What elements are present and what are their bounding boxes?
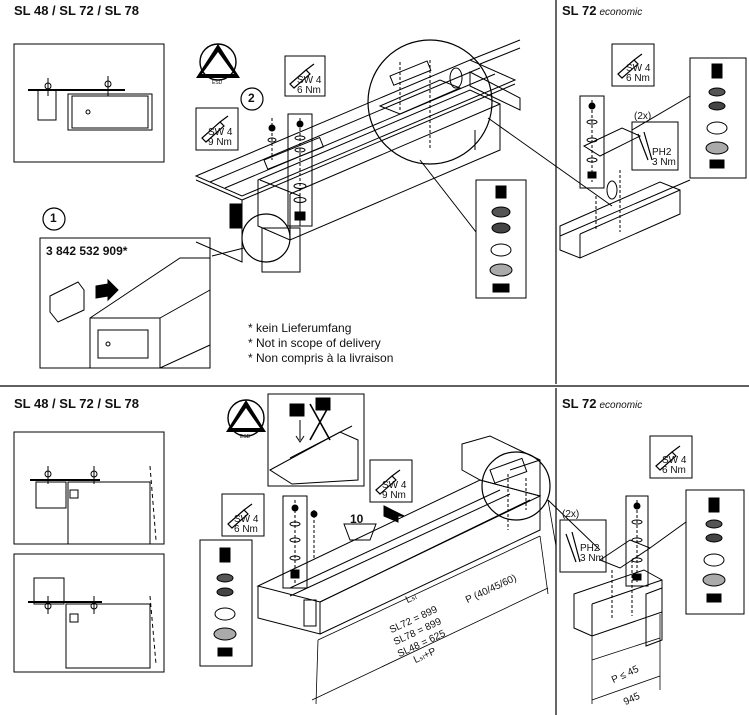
esd-label-top: ESD	[212, 80, 223, 86]
tool-torque: 3 Nm	[580, 553, 604, 564]
tool-box-ph2-eco	[631, 121, 679, 171]
tool-box-sw4-9nm-bottom	[369, 459, 413, 503]
detail-magnifier-top	[367, 39, 493, 165]
detail-inset-bottom	[267, 393, 365, 487]
hardware-box-eco-top	[689, 57, 747, 179]
title-bottom-left: SL 48 / SL 72 / SL 78	[14, 396, 140, 411]
esd-symbol-bottom	[226, 399, 266, 437]
hardware-stack-bottom-left	[213, 547, 237, 657]
tool-size: SW 4	[297, 75, 322, 86]
hardware-stack-top-middle	[489, 185, 513, 293]
title-bottom-right-sub: economic	[599, 400, 643, 411]
tool-box-sw4-6nm-eco	[611, 43, 655, 87]
title-top-right-sub: economic	[599, 7, 643, 18]
title-top-right-main: SL 72	[562, 3, 597, 18]
tool-torque: 6 Nm	[234, 524, 258, 535]
fastener-stack-eco-bottom	[625, 495, 649, 587]
hardware-box-eco-bottom	[685, 489, 745, 615]
hardware-box-bottom-left	[199, 539, 253, 667]
tool-box-sw4-6nm	[284, 55, 326, 97]
tool-size: PH2	[580, 543, 600, 554]
tool-size: PH2	[652, 147, 672, 158]
tool-torque: 6 Nm	[626, 73, 650, 84]
hardware-stack-eco-bottom	[702, 497, 726, 603]
note-de: * kein Lieferumfang	[248, 321, 352, 335]
tool-torque: 6 Nm	[297, 85, 321, 96]
step-2-label: 2	[248, 91, 255, 105]
step-1-label: 1	[50, 211, 57, 225]
tool-size: SW 4	[234, 514, 259, 525]
tool-torque: 9 Nm	[382, 490, 406, 501]
part-number: 3 842 532 909*	[46, 244, 128, 258]
hand-icon	[343, 523, 377, 541]
hardware-stack-eco-top	[705, 63, 729, 169]
profile-beam-top	[194, 39, 521, 273]
arrow-icon	[383, 505, 405, 523]
schematic-bottom-left-2	[13, 553, 165, 673]
tool-count-eco-bottom: (2x)	[562, 509, 580, 520]
tool-torque: 9 Nm	[208, 137, 232, 148]
step-10-label: 10	[350, 512, 364, 526]
tool-box-ph2-eco-bottom	[559, 519, 607, 573]
tool-size: SW 4	[208, 127, 233, 138]
step-2-marker	[240, 87, 264, 111]
tool-box-sw4-6nm-bottom	[221, 493, 265, 537]
esd-label-bottom: ESD	[240, 434, 251, 440]
tool-size: SW 4	[626, 63, 651, 74]
dimension-lines-bottom	[311, 499, 557, 705]
esd-symbol-top	[196, 43, 240, 81]
fastener-stack-bottom	[282, 495, 308, 589]
schematic-bottom-left-1	[13, 431, 165, 545]
tool-torque: 3 Nm	[652, 157, 676, 168]
tool-box-sw4-9nm	[195, 107, 239, 151]
tool-count-eco-top: (2x)	[634, 111, 652, 122]
hardware-box-top-middle	[475, 179, 527, 299]
detail-magnifier-small	[241, 213, 291, 263]
title-top-left: SL 48 / SL 72 / SL 78	[14, 3, 140, 18]
fastener-stack-eco	[579, 95, 605, 189]
step-1-marker	[42, 207, 66, 231]
title-bottom-right-main: SL 72	[562, 396, 597, 411]
note-en: * Not in scope of delivery	[248, 336, 381, 350]
tool-size: SW 4	[382, 480, 407, 491]
tool-box-sw4-6nm-eco-bottom	[649, 435, 693, 479]
note-fr: * Non compris à la livraison	[248, 351, 394, 365]
profile-beam-bottom	[256, 435, 542, 635]
tool-size: SW 4	[662, 455, 687, 466]
schematic-top-left	[13, 43, 165, 163]
detail-magnifier-bottom	[481, 451, 551, 521]
tool-torque: 6 Nm	[662, 465, 686, 476]
